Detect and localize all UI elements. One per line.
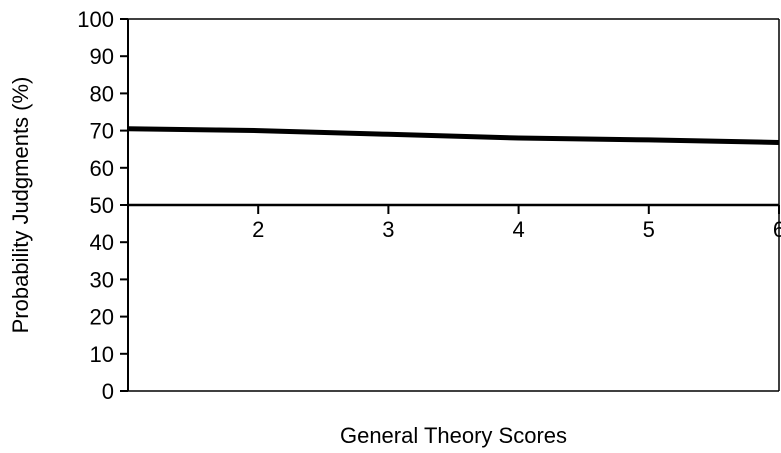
y-tick-label-100: 100 [77, 7, 114, 32]
y-tick-label-40: 40 [90, 230, 114, 255]
y-tick-label-90: 90 [90, 44, 114, 69]
x-axis-tick-labels: 2 3 4 5 6 [252, 217, 781, 242]
y-tick-label-0: 0 [102, 379, 114, 404]
y-axis-title: Probability Judgments (%) [8, 77, 33, 334]
y-tick-label-80: 80 [90, 81, 114, 106]
series-layer [127, 126, 780, 145]
x-tick-label-4: 4 [512, 217, 524, 242]
series-line-0 [127, 126, 780, 145]
y-axis-ticks [120, 18, 128, 392]
y-tick-label-70: 70 [90, 119, 114, 144]
x-axis-title: General Theory Scores [340, 423, 567, 448]
x-axis-ticks [127, 205, 780, 214]
y-tick-label-20: 20 [90, 305, 114, 330]
plot-frame [127, 18, 780, 392]
y-tick-label-60: 60 [90, 156, 114, 181]
y-tick-label-50: 50 [90, 193, 114, 218]
y-tick-label-30: 30 [90, 267, 114, 292]
x-tick-label-2: 2 [252, 217, 264, 242]
x-tick-label-3: 3 [382, 217, 394, 242]
y-axis-tick-labels: 0 10 20 30 40 50 60 70 80 90 100 [77, 7, 114, 404]
y-tick-label-10: 10 [90, 342, 114, 367]
x-tick-label-6: 6 [773, 217, 781, 242]
x-tick-label-5: 5 [643, 217, 655, 242]
